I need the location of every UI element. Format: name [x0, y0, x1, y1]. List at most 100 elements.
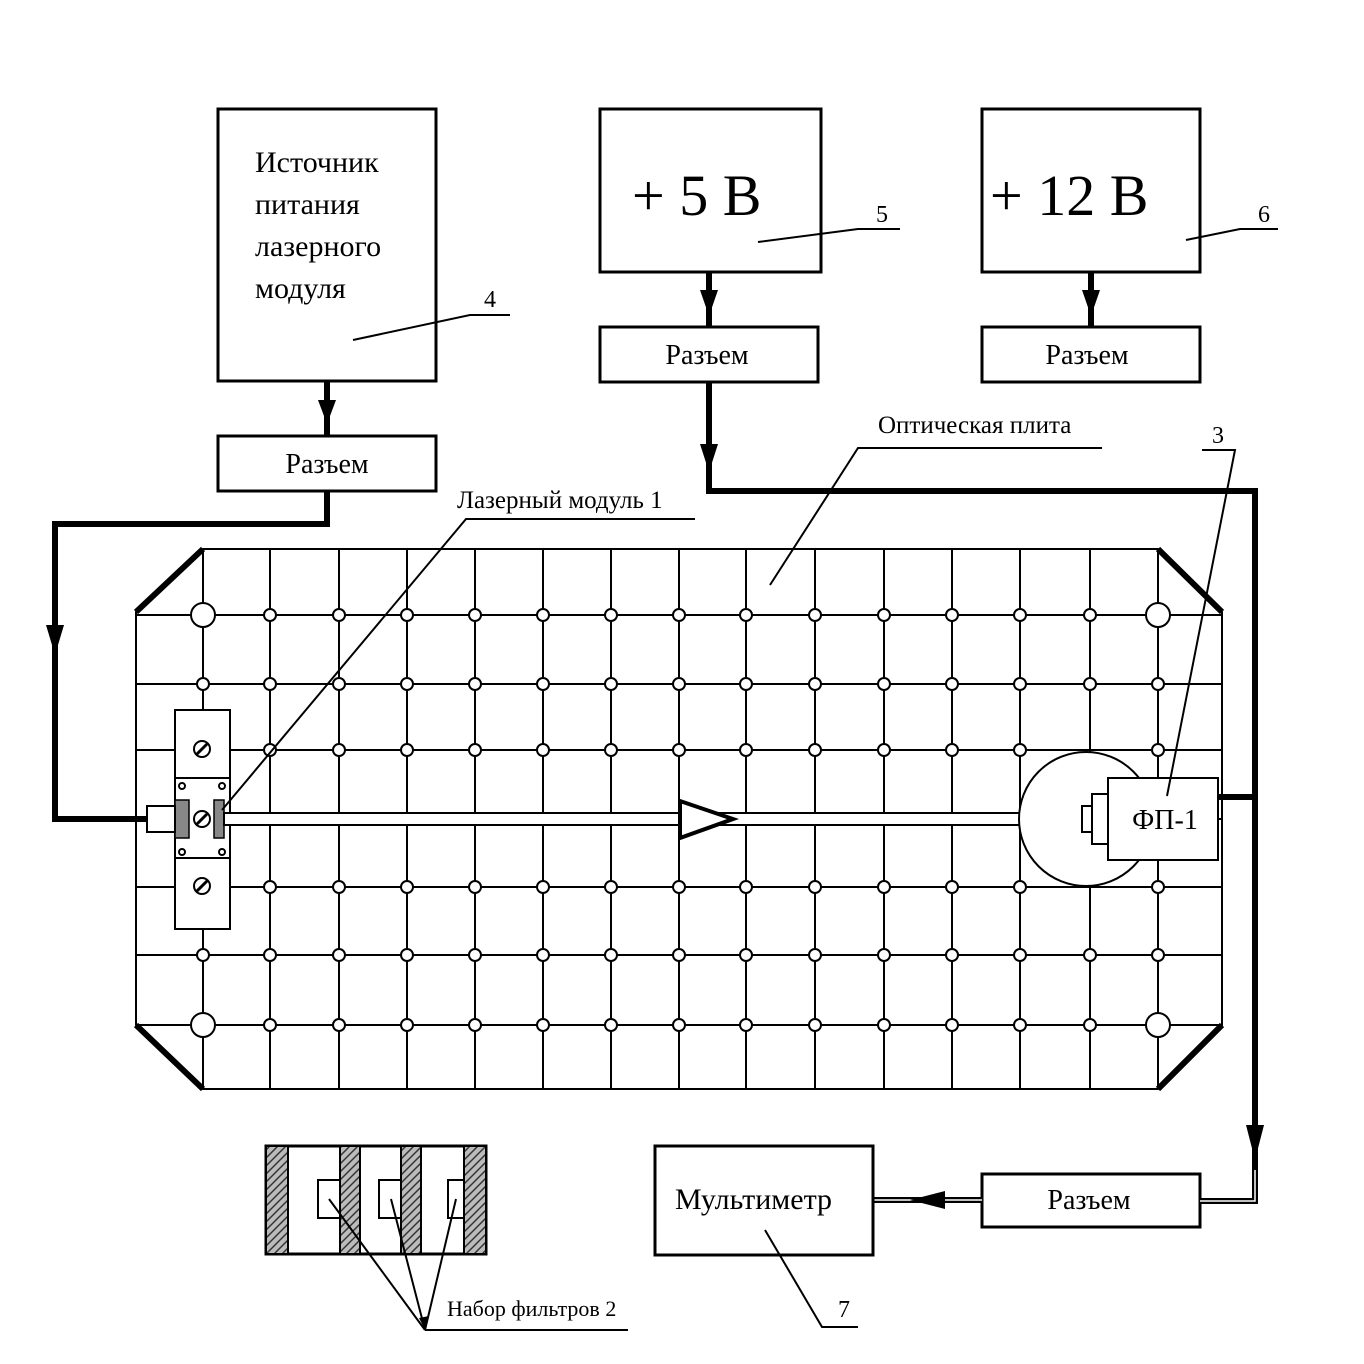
mounting-hole: [536, 677, 550, 691]
mounting-hole: [1013, 948, 1027, 962]
laser-module-label: Лазерный модуль 1: [457, 487, 663, 514]
mounting-hole: [263, 880, 277, 894]
mounting-hole: [604, 948, 618, 962]
mounting-hole: [332, 608, 346, 622]
power-supply-line-4: модуля: [255, 272, 346, 305]
mounting-hole: [1083, 608, 1097, 622]
filter-set: Набор фильтров 2: [264, 1144, 628, 1331]
wires: [46, 272, 1264, 1209]
supply-12v-label: + 12 В: [990, 163, 1148, 228]
mounting-hole: [739, 677, 753, 691]
mounting-hole: [536, 1018, 550, 1032]
mounting-hole: [263, 608, 277, 622]
callout-7: 7: [838, 1297, 850, 1323]
mounting-hole: [604, 677, 618, 691]
mounting-hole: [945, 1018, 959, 1032]
connector-12v: Разъем: [980, 325, 1202, 384]
connector-laser: Разъем: [216, 434, 438, 493]
mounting-hole: [468, 880, 482, 894]
screw-icon: [193, 810, 211, 828]
mounting-hole: [808, 608, 822, 622]
callout-3: 3: [1212, 423, 1224, 449]
mounting-hole: [672, 608, 686, 622]
optical-plate-callout: Оптическая плита: [769, 412, 1102, 586]
mounting-hole: [1083, 677, 1097, 691]
mounting-hole: [1013, 743, 1027, 757]
mounting-hole: [945, 677, 959, 691]
mounting-hole-large: [190, 602, 216, 628]
mounting-hole: [332, 1018, 346, 1032]
optical-plate-label: Оптическая плита: [878, 412, 1071, 439]
mounting-hole: [808, 880, 822, 894]
mounting-hole: [332, 880, 346, 894]
screw-icon: [193, 740, 211, 758]
power-supply-line-1: Источник: [255, 146, 379, 179]
mounting-hole: [468, 743, 482, 757]
supply-5v: + 5 В 5: [598, 107, 900, 274]
connector-laser-label: Разъем: [285, 449, 368, 480]
mounting-hole: [672, 1018, 686, 1032]
mounting-hole: [877, 608, 891, 622]
callout-4: 4: [484, 287, 496, 313]
mounting-hole: [196, 948, 210, 962]
mounting-hole: [536, 948, 550, 962]
mounting-hole: [1151, 880, 1165, 894]
mounting-hole: [1013, 677, 1027, 691]
mounting-hole: [263, 948, 277, 962]
connector-5v: Разъем: [598, 325, 820, 384]
mounting-hole: [536, 743, 550, 757]
mounting-hole: [1013, 608, 1027, 622]
power-supply-line-3: лазерного: [255, 230, 381, 263]
mounting-hole: [877, 743, 891, 757]
supply-12v: + 12 В 6: [980, 107, 1278, 274]
mounting-hole: [672, 743, 686, 757]
mounting-hole: [332, 948, 346, 962]
mounting-hole: [739, 1018, 753, 1032]
mounting-hole: [808, 743, 822, 757]
mounting-hole: [263, 1018, 277, 1032]
mounting-hole: [400, 677, 414, 691]
callout-5: 5: [876, 202, 888, 228]
mounting-hole: [1151, 948, 1165, 962]
mounting-hole: [945, 608, 959, 622]
mounting-hole: [332, 743, 346, 757]
beam-direction-arrow-icon: [678, 798, 740, 841]
mounting-hole: [945, 743, 959, 757]
mounting-hole-large: [190, 1012, 216, 1038]
connector-multimeter: Разъем: [980, 1172, 1202, 1229]
mounting-hole: [808, 1018, 822, 1032]
laser-power-supply: Источник питания лазерного модуля 4: [216, 107, 510, 383]
mounting-hole: [877, 880, 891, 894]
mounting-hole: [400, 743, 414, 757]
mounting-hole: [604, 880, 618, 894]
mounting-hole: [877, 948, 891, 962]
mounting-hole: [945, 880, 959, 894]
supply-5v-label: + 5 В: [632, 163, 761, 228]
mounting-hole: [1083, 948, 1097, 962]
mounting-hole: [808, 948, 822, 962]
connector-12v-label: Разъем: [1045, 340, 1128, 371]
mounting-hole: [739, 948, 753, 962]
mounting-hole: [332, 677, 346, 691]
mounting-hole: [1151, 677, 1165, 691]
mounting-hole: [1151, 743, 1165, 757]
callout-6: 6: [1258, 202, 1270, 228]
filter-set-label: Набор фильтров 2: [447, 1296, 616, 1321]
mounting-hole: [400, 1018, 414, 1032]
power-supply-line-2: питания: [255, 188, 360, 221]
filter-window: [378, 1179, 402, 1219]
mounting-hole: [468, 948, 482, 962]
mounting-hole: [196, 677, 210, 691]
mounting-hole: [739, 880, 753, 894]
screw-icon: [193, 877, 211, 895]
mounting-hole: [536, 608, 550, 622]
mounting-hole: [808, 677, 822, 691]
mounting-hole: [400, 880, 414, 894]
photodetector-label: ФП-1: [1132, 805, 1198, 836]
mounting-hole: [468, 677, 482, 691]
mounting-hole: [877, 1018, 891, 1032]
laser-module-callout: Лазерный модуль 1: [221, 487, 695, 811]
mounting-hole: [672, 880, 686, 894]
mounting-hole: [400, 948, 414, 962]
